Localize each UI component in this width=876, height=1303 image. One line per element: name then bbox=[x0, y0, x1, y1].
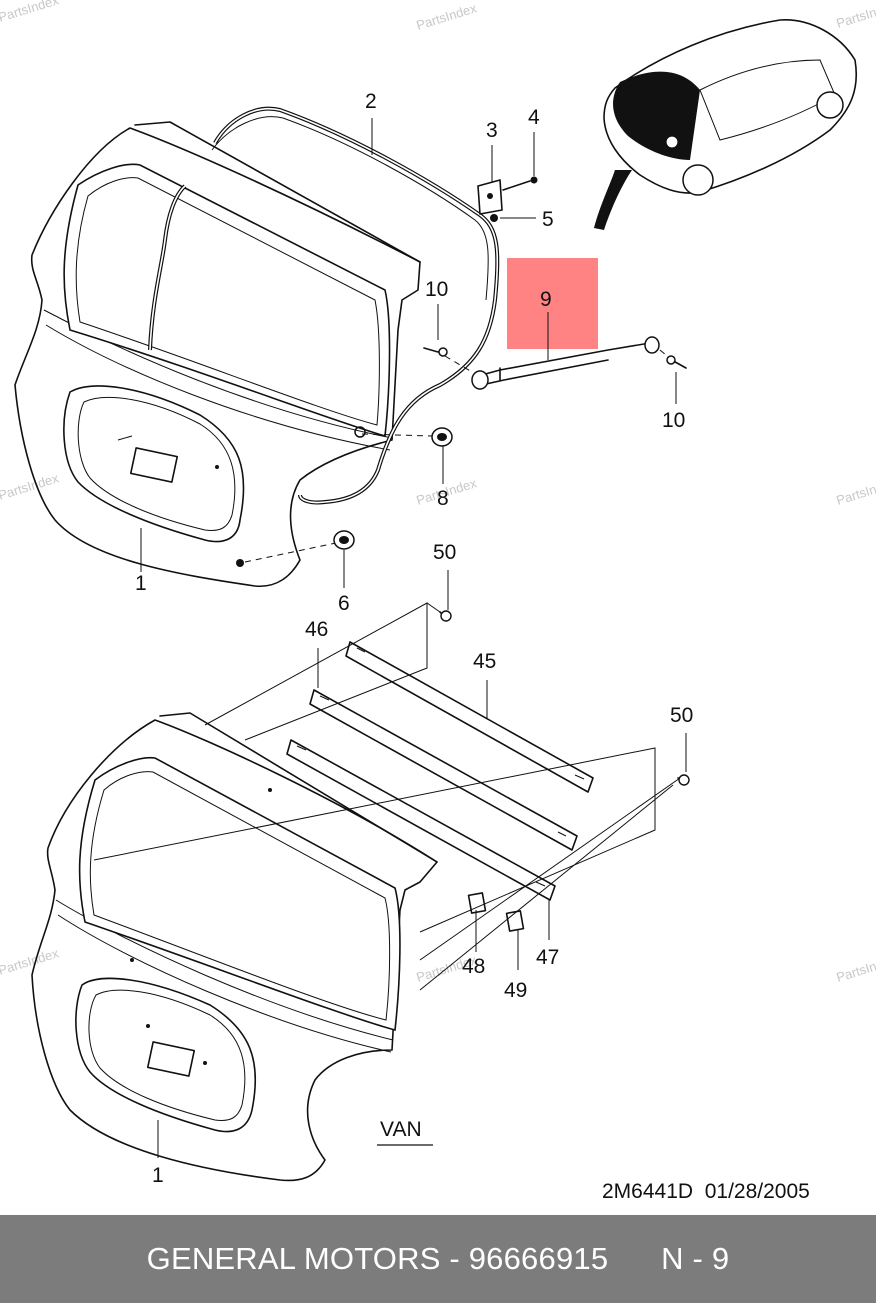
brace-bar-47 bbox=[286, 739, 556, 901]
vehicle-locator-inset bbox=[594, 19, 858, 230]
footer-text: GENERAL MOTORS - 96666915 N - 9 bbox=[0, 1215, 876, 1303]
callout-10-left: 10 bbox=[425, 278, 448, 301]
watermark: PartsIndex bbox=[414, 0, 478, 33]
callout-6: 6 bbox=[338, 592, 350, 615]
callout-47: 47 bbox=[536, 946, 559, 969]
variant-label: VAN bbox=[380, 1118, 422, 1141]
footer-gap bbox=[608, 1241, 661, 1277]
clip bbox=[490, 214, 498, 222]
callout-1-bottom: 1 bbox=[152, 1164, 164, 1187]
screw bbox=[502, 176, 538, 191]
brace-bar-46 bbox=[309, 689, 578, 851]
callout-46: 46 bbox=[305, 618, 328, 641]
callout-50-right: 50 bbox=[670, 704, 693, 727]
watermark: PartsIndex bbox=[0, 945, 61, 978]
brace-bar-45 bbox=[345, 641, 594, 793]
bolt-50-top bbox=[439, 610, 452, 622]
rubber-bumper bbox=[244, 530, 355, 563]
ball-stud-left bbox=[423, 347, 448, 357]
callout-2: 2 bbox=[365, 90, 377, 113]
callout-9: 9 bbox=[540, 288, 552, 311]
callout-4: 4 bbox=[528, 106, 540, 129]
callout-48: 48 bbox=[462, 955, 485, 978]
diagram-code: 2M6441D 01/28/2005 bbox=[602, 1180, 810, 1203]
watermark: PartsIndex bbox=[0, 0, 61, 25]
callout-5: 5 bbox=[542, 208, 554, 231]
footer-bar: GENERAL MOTORS - 96666915 N - 9 bbox=[0, 1215, 876, 1303]
manufacturer-name: GENERAL MOTORS bbox=[146, 1241, 441, 1276]
callout-49: 49 bbox=[504, 979, 527, 1002]
watermark: PartsIndex bbox=[834, 0, 876, 31]
highlight-box bbox=[507, 258, 598, 349]
part-number: 96666915 bbox=[468, 1241, 609, 1276]
watermark: PartsIndex bbox=[834, 952, 876, 985]
watermark: PartsIndex bbox=[834, 475, 876, 508]
tailgate-panel-lower bbox=[31, 712, 438, 1182]
plate-49 bbox=[505, 910, 525, 932]
footer-separator: - bbox=[440, 1241, 469, 1276]
bumper-stop bbox=[361, 427, 453, 447]
weatherstrip-seal bbox=[211, 106, 500, 505]
plate-48 bbox=[467, 892, 487, 914]
watermark: PartsIndex bbox=[0, 470, 61, 503]
callout-1-top: 1 bbox=[135, 572, 147, 595]
callout-50-top: 50 bbox=[433, 541, 456, 564]
callout-8: 8 bbox=[437, 487, 449, 510]
parts-diagram: PartsIndex PartsIndex PartsIndex PartsIn… bbox=[0, 0, 876, 1203]
tailgate-panel-upper bbox=[14, 121, 421, 587]
callout-45: 45 bbox=[473, 650, 496, 673]
callout-10-right: 10 bbox=[662, 409, 685, 432]
gas-strut bbox=[444, 258, 673, 390]
ball-stud-right bbox=[666, 355, 687, 369]
position-reference: N - 9 bbox=[661, 1241, 730, 1276]
hinge-bracket bbox=[477, 179, 503, 215]
bolt-50-right bbox=[677, 774, 690, 786]
callout-3: 3 bbox=[486, 119, 498, 142]
